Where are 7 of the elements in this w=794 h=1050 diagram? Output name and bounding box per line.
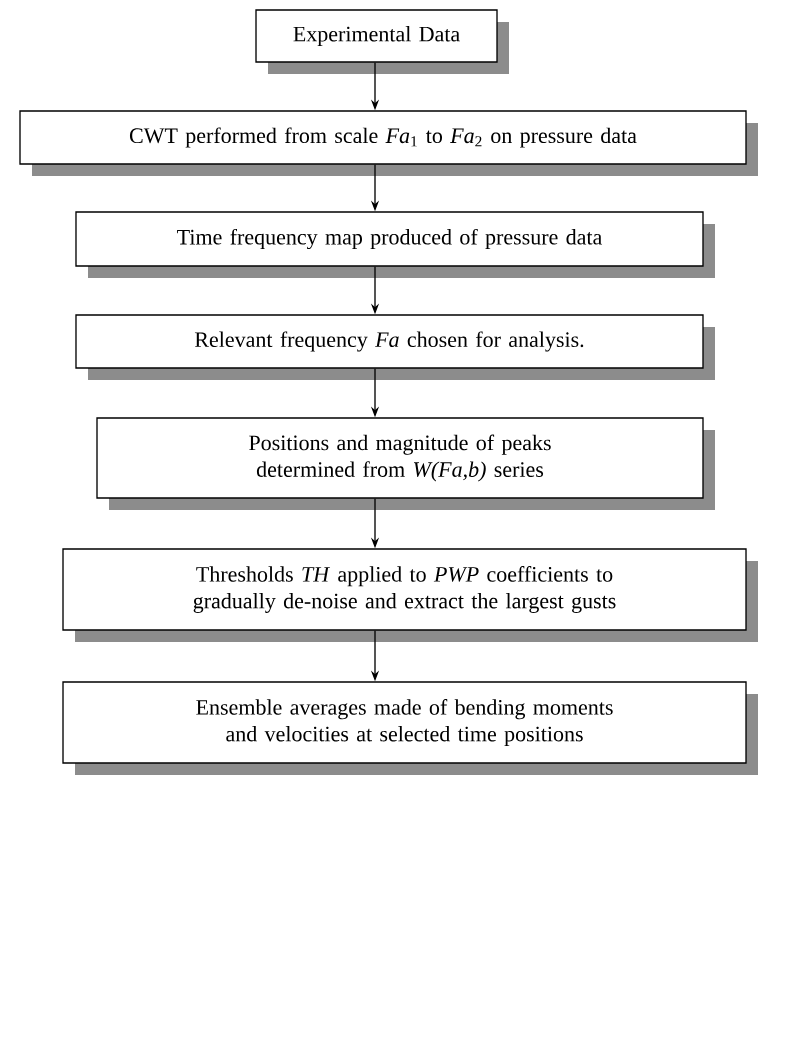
process-box: Positions and magnitude of peaks determined from W(Fa,b) series xyxy=(96,417,715,510)
process-box: Relevant frequency Fa chosen for analysis. xyxy=(75,314,715,380)
process-box: Time frequency map produced of pressure data xyxy=(75,211,715,278)
process-box: Thresholds TH applied to PWP coefficients to gradually de-noise and extract the largest gusts xyxy=(62,548,758,642)
process-box: Ensemble averages made of bending moments and velocities at selected time positions xyxy=(62,681,758,775)
process-box: CWT performed from scale Fa$_{1}$ to Fa$_{2}$ on pressure data xyxy=(19,110,758,176)
process-box: Experimental Data xyxy=(255,9,509,74)
